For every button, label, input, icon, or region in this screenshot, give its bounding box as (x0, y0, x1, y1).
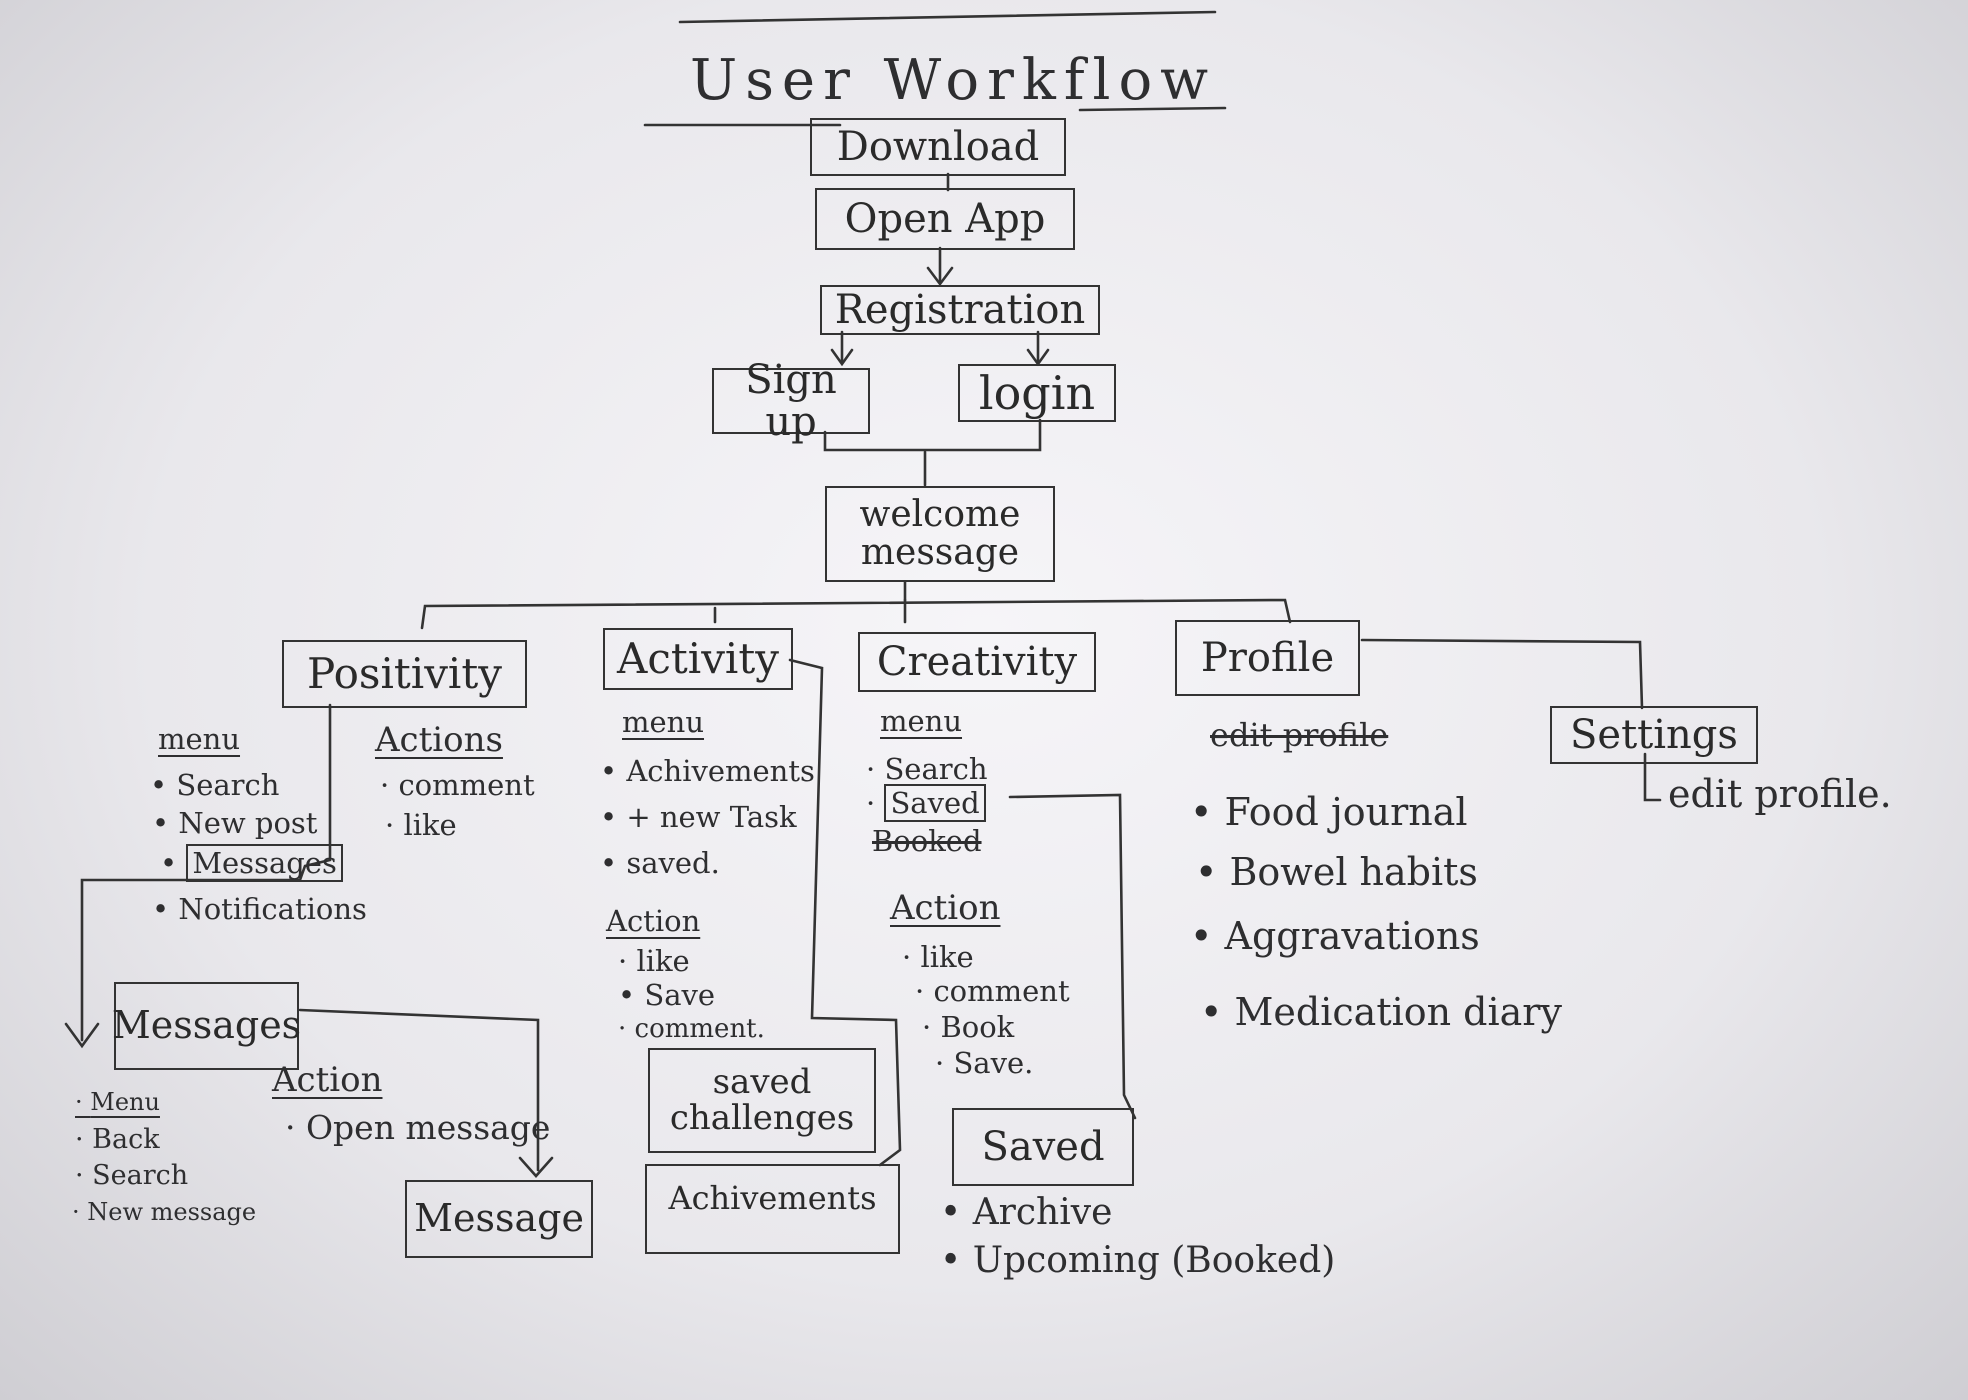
node-message: Message (405, 1180, 593, 1258)
creativity-action-book: · Book (922, 1010, 1015, 1044)
messages-menu-back: · Back (75, 1124, 160, 1155)
profile-item-bowel-habits: • Bowel habits (1195, 850, 1478, 894)
activity-action-heading: Action (606, 904, 701, 938)
arrowhead-messages (64, 1022, 100, 1049)
creativity-action-like: · like (902, 940, 974, 974)
node-login: login (958, 364, 1116, 422)
activity-menu-new-task: • + new Task (600, 800, 797, 834)
positivity-menu-new-post: • New post (152, 806, 318, 840)
node-messages: Messages (112, 982, 301, 1070)
node-welcome-message: welcome message (825, 486, 1055, 582)
node-creativity: Creativity (858, 632, 1096, 692)
positivity-menu-search: • Search (150, 768, 280, 802)
node-sign-up: Sign up (712, 359, 870, 443)
node-registration: Registration (820, 285, 1100, 335)
positivity-menu-messages: • Messages (160, 844, 343, 882)
link-messages-message (298, 1008, 540, 1172)
profile-item-aggravations: • Aggravations (1190, 914, 1480, 958)
arrowhead-signup (830, 348, 854, 367)
link-settings-editprofile (1643, 752, 1662, 802)
messages-action-open-message: · Open message (285, 1108, 551, 1147)
activity-menu-achievements: • Achivements (600, 754, 815, 788)
node-settings: Settings (1550, 706, 1758, 764)
positivity-action-like: · like (385, 808, 457, 842)
node-open-app: Open App (815, 188, 1075, 250)
messages-menu-heading: · Menu (75, 1088, 160, 1116)
creativity-menu-search: · Search (866, 752, 988, 786)
activity-action-like: · like (618, 944, 690, 978)
link-creativity-saved (1008, 793, 1137, 1120)
link-profile-settings (1360, 638, 1644, 710)
title-rule-right (1078, 106, 1227, 112)
creativity-menu-heading: menu (880, 704, 963, 738)
positivity-action-comment: · comment (380, 768, 535, 802)
creativity-action-save: · Save. (935, 1046, 1034, 1080)
creativity-action-comment: · comment (915, 974, 1070, 1008)
positivity-menu-heading: menu (158, 722, 241, 756)
node-profile: Profile (1175, 620, 1360, 696)
saved-item-upcoming: • Upcoming (Booked) (940, 1240, 1336, 1281)
messages-menu-search: · Search (75, 1160, 189, 1191)
creativity-menu-saved: · Saved (866, 784, 986, 822)
node-saved-challenges: saved challenges (648, 1048, 876, 1153)
node-activity: Activity (603, 628, 793, 690)
profile-item-food-journal: • Food journal (1190, 790, 1468, 834)
creativity-menu-booked: Booked (872, 824, 982, 858)
activity-action-save: • Save (618, 978, 716, 1012)
profile-edit-profile-struck: edit profile (1210, 716, 1389, 754)
messages-action-heading: Action (272, 1060, 383, 1100)
activity-menu-saved: • saved. (600, 846, 720, 880)
arrowhead-registration (926, 266, 954, 287)
link-positivity-messages (80, 703, 332, 1042)
link-join-welcome (823, 418, 1042, 487)
link-activity-saved-challenges (788, 658, 902, 1167)
arrowhead-message (518, 1156, 554, 1178)
node-achievements: Achivements (645, 1164, 900, 1254)
creativity-action-heading: Action (890, 888, 1001, 928)
node-download: Download (810, 118, 1066, 176)
saved-item-archive: • Archive (940, 1192, 1113, 1233)
settings-item-edit-profile: edit profile. (1668, 772, 1892, 816)
node-positivity: Positivity (282, 640, 527, 708)
messages-menu-new-message: · New message (72, 1198, 257, 1226)
activity-menu-heading: menu (622, 705, 705, 739)
top-rule (678, 10, 1217, 24)
positivity-actions-heading: Actions (375, 720, 503, 760)
node-saved: Saved (952, 1108, 1134, 1186)
profile-item-medication-diary: • Medication diary (1200, 990, 1562, 1034)
activity-action-comment: · comment. (618, 1014, 765, 1044)
positivity-menu-notifications: • Notifications (152, 892, 367, 926)
diagram-title: User Workflow (690, 48, 1217, 113)
link-welcome-branches (420, 580, 1292, 630)
